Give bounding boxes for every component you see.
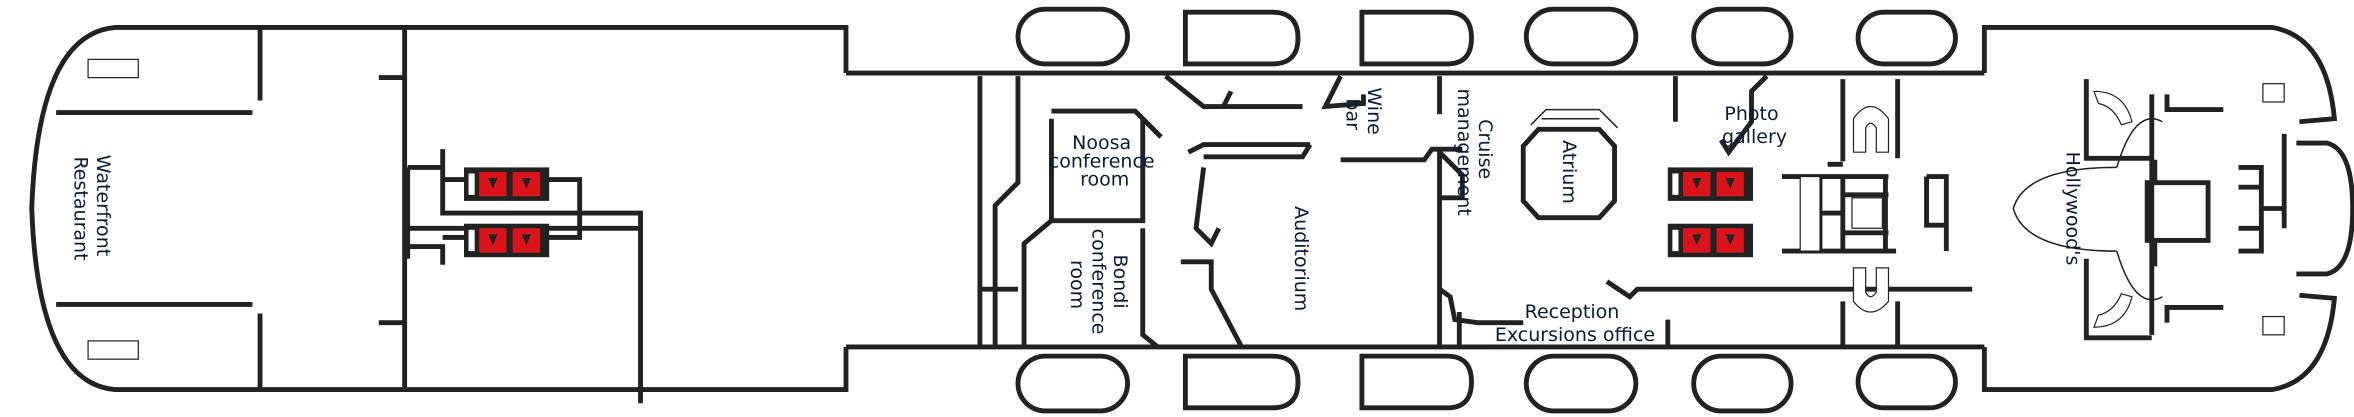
lifeboat: [1523, 353, 1639, 414]
down-arrow-icon: [488, 234, 531, 246]
stairs: [87, 58, 2285, 360]
tender: [1359, 9, 1474, 67]
tender: [1182, 9, 1301, 67]
lifeboat: [1855, 9, 1958, 67]
lifeboat: [1691, 6, 1794, 67]
elevator: [1667, 223, 1754, 258]
down-arrow-icon: [1692, 234, 1735, 246]
label-hollywoods: Hollywood's: [2062, 152, 2084, 266]
elevator: [463, 167, 550, 201]
label-wine-bar: Wine bar: [1342, 87, 1385, 140]
elevator-bank-forward: [463, 167, 550, 258]
elevator: [463, 223, 550, 258]
label-auditorium: Auditorium: [1290, 206, 1312, 311]
lifeboat: [1015, 6, 1130, 67]
down-arrow-icon: [488, 178, 531, 189]
label-photo-gallery: Photo gallery: [1722, 103, 1787, 148]
room-labels: Waterfront Restaurant Noosa conference r…: [69, 87, 2083, 345]
hull-outline: [29, 24, 2354, 393]
down-arrow-icon: [1692, 178, 1735, 189]
label-noosa-conference-room: Noosa conference room: [1049, 132, 1161, 191]
label-bondi-conference-room: Bondi conference room: [1066, 229, 1131, 341]
lifeboat: [1015, 353, 1130, 414]
tender: [1359, 353, 1474, 411]
lifeboats-top: [1015, 6, 1958, 67]
elevator: [1667, 167, 1754, 201]
label-cruise-management: Cruise management: [1453, 88, 1496, 215]
lifeboat: [1691, 353, 1794, 414]
label-waterfront-restaurant: Waterfront Restaurant: [69, 155, 114, 263]
lifeboat: [1523, 6, 1639, 67]
label-reception-excursions: Reception Excursions office: [1495, 301, 1655, 346]
lifeboats-bottom: [1015, 353, 1958, 414]
label-atrium: Atrium: [1558, 140, 1580, 204]
lifeboat: [1855, 353, 1958, 411]
elevator-bank-midship: [1667, 167, 1754, 258]
tender: [1182, 353, 1301, 411]
